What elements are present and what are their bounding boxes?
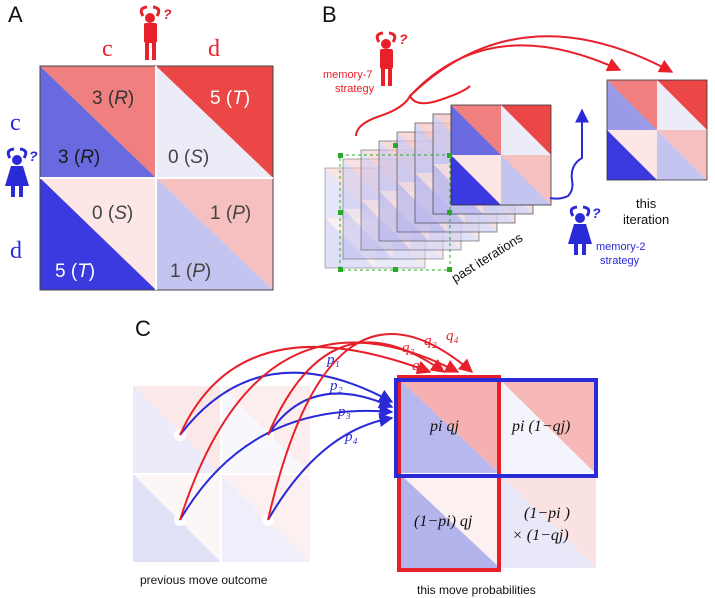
arrow-p2	[267, 392, 394, 436]
label-p3: p₃	[337, 404, 351, 420]
memory7-label-line1: memory-7	[323, 69, 373, 81]
label-q4: q₄	[446, 328, 459, 344]
panel-a-letter: A	[8, 2, 23, 27]
col-label-c: c	[102, 36, 113, 62]
payoff-matrix: 3 (R) 3 (R) 5 (T) 0 (S) 0 (S) 5 (T) 1 (P…	[39, 65, 274, 291]
arrow-q2	[267, 341, 446, 436]
this-iteration-label-line2: iteration	[623, 212, 669, 227]
label-p1: p₁	[326, 352, 340, 368]
payoff-cd-red: 5 (T)	[210, 88, 250, 109]
cell-cd-lower	[156, 66, 273, 178]
memory2-arrow	[549, 108, 589, 200]
label-q3: q₃	[402, 340, 415, 356]
cell-dc-prob: (1−pi) qj	[414, 513, 473, 530]
arrow-p4	[267, 413, 394, 521]
this-iteration-label-line1: this	[636, 196, 657, 211]
cell-cd-prob: pi (1−qj)	[511, 418, 570, 435]
label-q1: q₁	[412, 358, 425, 374]
previous-outcome-caption: previous move outcome	[140, 573, 268, 587]
red-column-highlight	[397, 375, 501, 572]
cell-dc-lower	[40, 178, 156, 290]
past-iterations-stack	[324, 104, 552, 269]
probability-grid	[394, 375, 598, 572]
svg-text:?: ?	[163, 6, 172, 22]
label-p4: p₄	[344, 429, 358, 445]
row-label-d: d	[10, 238, 22, 264]
blue-row-highlight	[394, 378, 598, 478]
payoff-dd-blue: 1 (P)	[170, 261, 211, 282]
this-move-caption: this move probabilities	[417, 583, 536, 597]
payoff-cc-red: 3 (R)	[92, 88, 134, 109]
blue-memory2-player-icon: ?	[568, 205, 601, 255]
red-memory7-player-icon: ?	[375, 31, 408, 86]
label-p2: p₂	[329, 378, 343, 394]
payoff-cc-blue: 3 (R)	[58, 147, 100, 168]
payoff-cd-blue: 0 (S)	[168, 147, 209, 168]
payoff-dd-red: 1 (P)	[210, 203, 251, 224]
svg-text:?: ?	[29, 148, 38, 164]
previous-outcome-grid	[133, 386, 310, 562]
arrow-q3	[179, 341, 460, 521]
memory2-label-line2: strategy	[600, 255, 640, 267]
cell-cc-lower	[40, 66, 156, 178]
panel-b: B ? memory-7 strategy past iterations	[322, 2, 708, 286]
arrow-q1	[179, 346, 432, 436]
memory2-label-line1: memory-2	[596, 241, 646, 253]
svg-text:?: ?	[592, 205, 601, 221]
payoff-dc-red: 0 (S)	[92, 203, 133, 224]
memory7-arrow-2	[409, 35, 674, 97]
red-player-icon: ?	[139, 5, 172, 60]
panel-c-letter: C	[135, 316, 151, 341]
payoff-dc-blue: 5 (T)	[55, 261, 95, 282]
this-iteration-matrix	[606, 79, 708, 181]
panel-b-letter: B	[322, 2, 337, 27]
blue-player-icon: ?	[5, 147, 38, 197]
col-label-d: d	[208, 36, 220, 62]
arrow-p1	[179, 371, 394, 436]
cell-dd-lower	[156, 178, 273, 290]
cell-dd-prob-line2: × (1−qj)	[512, 527, 569, 544]
memory-window-handles	[338, 143, 452, 272]
memory7-label-line2: strategy	[335, 83, 375, 95]
arrow-q4	[267, 333, 474, 521]
cell-dd-prob-line1: (1−pi )	[524, 505, 570, 522]
label-q2: q₂	[424, 333, 437, 349]
panel-a: A c d c d ? ?	[5, 2, 274, 291]
panel-c: C	[133, 316, 598, 597]
svg-text:?: ?	[399, 31, 408, 47]
row-label-c: c	[10, 110, 21, 136]
cell-cc-prob: pi qj	[429, 418, 459, 435]
